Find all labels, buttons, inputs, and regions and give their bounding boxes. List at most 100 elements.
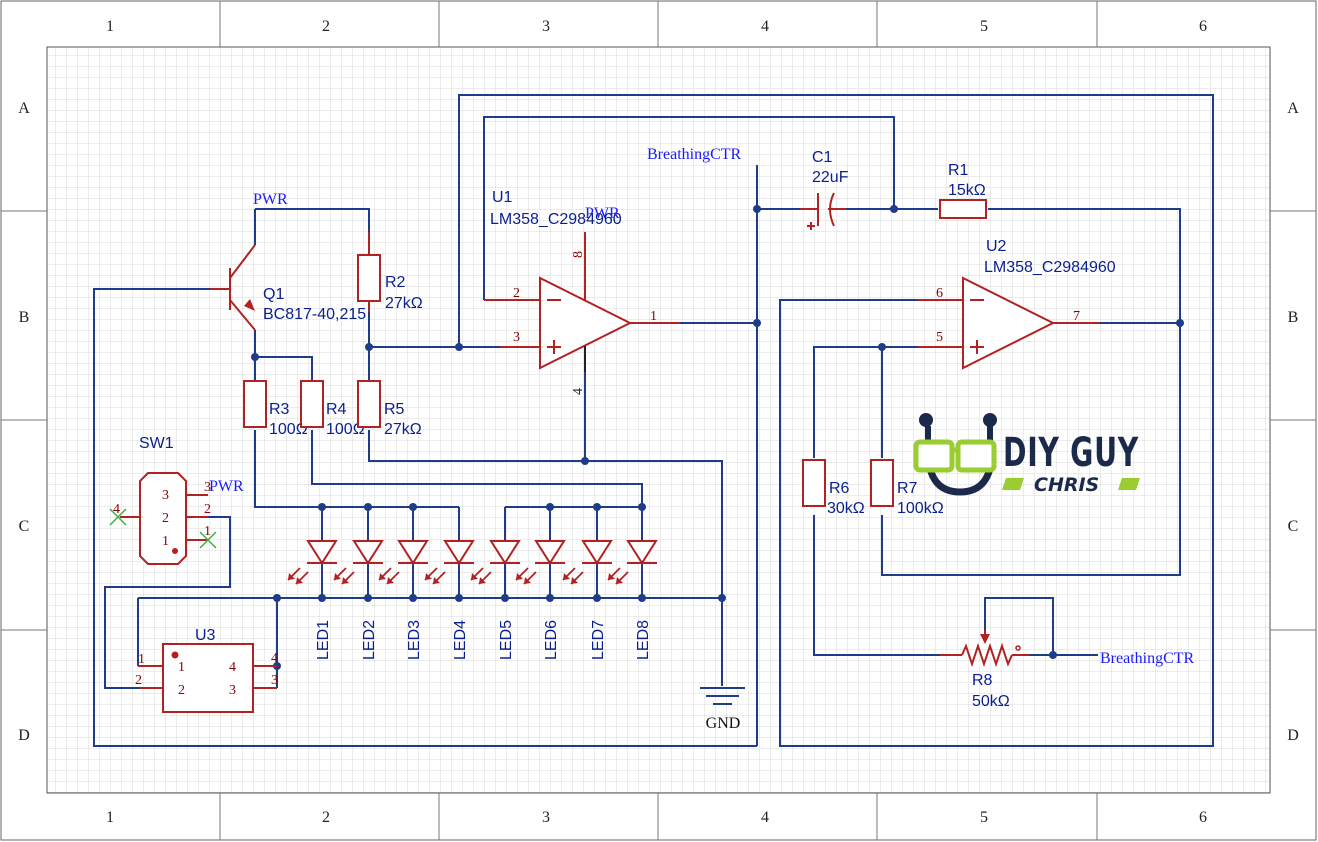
u1-pin-gnd: 4 [571,388,586,395]
r6-ref: R6 [829,480,850,497]
sw1-pin-left-2: 2 [162,511,169,526]
wires [93,94,1214,747]
led-label: LED4 [452,620,469,660]
zone-col-5: 5 [980,809,988,826]
u1-pin-inv: 2 [513,286,520,301]
zone-col-6: 6 [1199,809,1207,826]
resistor-r4[interactable]: R4 100Ω [300,380,365,438]
resistor-r5[interactable]: R5 27kΩ [357,380,422,438]
zone-col-3: 3 [542,18,550,35]
resistor-r6[interactable]: R6 30kΩ [802,459,865,517]
zone-col-5: 5 [980,18,988,35]
net-label-breathingctr-top: BreathingCTR [647,146,742,163]
u1-value: LM358_C2984960 [490,211,622,228]
r4-value: 100Ω [326,421,365,438]
u3-pin-3: 3 [229,683,236,698]
logo-subtitle: CHRIS [1034,474,1099,496]
u1-ref: U1 [492,189,513,206]
u2-ref: U2 [986,238,1007,255]
resistor-r2[interactable]: R2 27kΩ [357,232,423,312]
zone-column-labels-bottom: 1 2 3 4 5 6 [106,809,1207,826]
resistor-r7[interactable]: R7 100kΩ [870,459,944,517]
zone-col-1: 1 [106,18,114,35]
zone-col-1: 1 [106,809,114,826]
zone-row-c: C [19,518,30,535]
led-label: LED2 [361,620,378,660]
led-label: LED1 [315,620,332,660]
resistor-r3[interactable]: R3 100Ω [243,380,308,438]
zone-col-2: 2 [322,809,330,826]
led-4[interactable]: LED4 [424,540,475,660]
ic-u3[interactable]: 1 2 1 2 4 3 4 3 U3 [135,627,278,713]
led-2[interactable]: LED2 [333,540,384,660]
r5-value: 27kΩ [384,421,422,438]
u3-pin-4: 4 [229,660,236,675]
capacitor-c1[interactable]: C1 22uF [800,149,849,230]
zone-row-d: D [1287,727,1299,744]
zone-row-labels-left: A B C D [18,100,30,744]
zone-row-labels-right: A B C D [1287,100,1299,744]
sw1-pin-left-1: 1 [162,534,169,549]
led-7[interactable]: LED7 [562,540,613,660]
resistor-r1[interactable]: R1 15kΩ [939,162,987,219]
u1-pin-out: 1 [650,309,657,324]
zone-row-b: B [1288,309,1299,326]
led-label: LED7 [590,620,607,660]
led-label: LED3 [406,620,423,660]
sw1-pin-right-2: 2 [204,502,211,517]
r7-value: 100kΩ [897,500,944,517]
led-1[interactable]: LED1 [287,540,338,660]
led-3[interactable]: LED3 [378,540,429,660]
ground-symbol: GND [700,687,745,732]
zone-col-3: 3 [542,809,550,826]
potentiometer-r8[interactable]: R8 50kΩ [940,630,1030,710]
r1-value: 15kΩ [948,182,986,199]
q1-ref: Q1 [263,286,284,303]
u1-pin-noninv: 3 [513,330,520,345]
r4-ref: R4 [326,401,347,418]
u3-pin-1-ext: 1 [138,652,145,667]
led-label: LED6 [543,620,560,660]
u3-pin-4-ext: 4 [271,651,278,666]
u1-pwr-label: PWR [585,205,620,222]
c1-value: 22uF [812,169,849,186]
switch-sw1[interactable]: 3 2 1 3 2 1 4 SW1 [109,435,217,565]
r3-value: 100Ω [269,421,308,438]
zone-row-a: A [18,100,30,117]
net-label-pwr-sw1: PWR [209,478,244,495]
transistor-q1[interactable]: Q1 BC817-40,215 [210,244,366,331]
u1-pin-vcc: 8 [571,251,586,258]
u3-pin-1: 1 [178,660,185,675]
u3-pin-2-ext: 2 [135,673,142,688]
r2-ref: R2 [385,274,406,291]
logo-title: DIY GUY [1003,430,1139,476]
r1-ref: R1 [948,162,969,179]
zone-row-c: C [1288,518,1299,535]
r8-ref: R8 [972,672,993,689]
opamp-u2[interactable]: 6 5 7 U2 LM358_C2984960 [918,238,1116,370]
sw1-ref: SW1 [139,435,174,452]
c1-ref: C1 [812,149,833,166]
led-6[interactable]: LED6 [515,540,566,660]
r5-ref: R5 [384,401,405,418]
opamp-u1[interactable]: 2 3 1 8 4 U1 LM358_C2984960 PWR [484,189,680,395]
zone-row-a: A [1287,100,1299,117]
led-8[interactable]: LED8 [607,540,658,660]
sw1-pin-side-4: 4 [113,502,120,517]
u2-pin-noninv: 5 [936,330,943,345]
r8-value: 50kΩ [972,693,1010,710]
u3-pin-2: 2 [178,683,185,698]
u2-pin-inv: 6 [936,286,943,301]
q1-value: BC817-40,215 [263,306,366,323]
zone-col-4: 4 [761,18,769,35]
led-5[interactable]: LED5 [470,540,521,660]
sw1-pin-right-1: 1 [204,524,211,539]
gnd-label: GND [706,715,741,732]
r6-value: 30kΩ [827,500,865,517]
sw1-pin-left-3: 3 [162,488,169,503]
led-label: LED8 [635,620,652,660]
u3-pin-3-ext: 3 [271,673,278,688]
